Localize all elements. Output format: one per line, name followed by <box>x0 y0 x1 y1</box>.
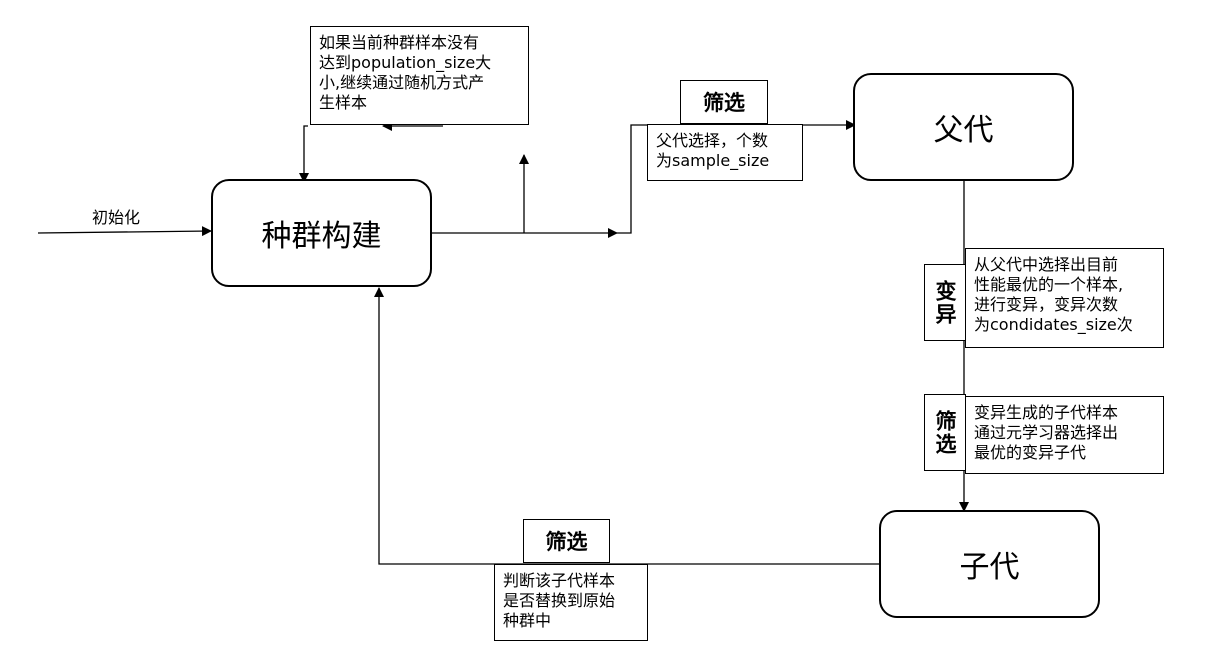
init-label: 初始化 <box>92 208 141 227</box>
population-build-node: 种群构建 <box>211 179 432 287</box>
mutation-note: 从父代中选择出目前 性能最优的一个样本, 进行变异，变异次数 为condidat… <box>965 248 1164 348</box>
parent-generation-node: 父代 <box>853 73 1074 181</box>
filter-tag-top: 筛选 <box>680 80 768 124</box>
loop-down-arrow <box>299 125 309 183</box>
init-arrow <box>37 226 212 237</box>
loop-condition-note: 如果当前种群样本没有 达到population_size大 小,继续通过随机方式… <box>310 26 529 125</box>
offspring-to-population-arrow <box>374 287 880 565</box>
filter-tag-right: 筛选 <box>924 394 966 471</box>
parent-selection-note: 父代选择，个数 为sample_size <box>647 124 803 181</box>
offspring-node: 子代 <box>879 510 1100 618</box>
replacement-note: 判断该子代样本 是否替换到原始 种群中 <box>494 564 648 641</box>
filter-tag-bottom: 筛选 <box>523 519 610 563</box>
meta-learner-note: 变异生成的子代样本 通过元学习器选择出 最优的变异子代 <box>965 396 1164 474</box>
mutation-tag: 变异 <box>924 264 966 341</box>
